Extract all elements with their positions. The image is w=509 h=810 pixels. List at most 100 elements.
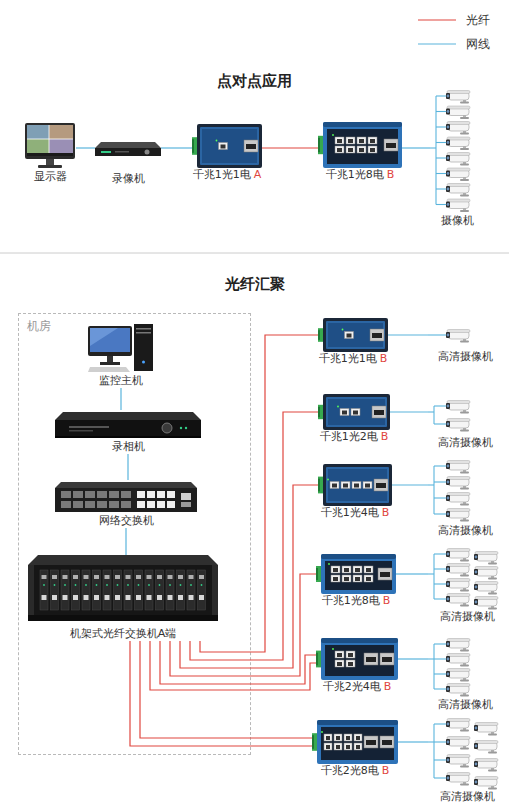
shape	[97, 501, 107, 508]
shape	[446, 581, 450, 587]
shape	[167, 491, 175, 498]
device-illustration	[428, 322, 503, 350]
device-label: 录像机	[95, 172, 161, 186]
shape	[61, 570, 69, 610]
shape	[121, 501, 131, 508]
shape	[447, 673, 450, 676]
shape	[488, 734, 497, 736]
shape	[447, 141, 450, 144]
shape	[488, 752, 497, 754]
shape	[446, 671, 450, 677]
shape	[337, 139, 342, 143]
shape	[447, 199, 470, 202]
machine-room: 机房监控主机录相机网络交换机机架式光纤交换机A端	[18, 313, 251, 755]
shape	[334, 734, 342, 741]
shape	[219, 143, 228, 150]
shape	[475, 759, 498, 762]
camera-branch	[434, 481, 447, 482]
shape	[134, 324, 153, 371]
shape	[342, 575, 351, 582]
label-row: 千兆1光1电B	[318, 352, 388, 366]
camera-branch	[434, 658, 447, 659]
network-cable	[120, 388, 121, 410]
shape	[460, 560, 469, 562]
shape	[460, 748, 469, 750]
camera-branch	[434, 513, 447, 514]
camera-branch	[434, 643, 447, 644]
camera-branch	[436, 173, 447, 174]
shape	[198, 570, 206, 610]
camera-branch	[428, 658, 434, 659]
shape	[475, 777, 498, 780]
shape	[345, 332, 354, 339]
camera-branch	[428, 484, 434, 485]
shape	[103, 570, 111, 610]
shape	[337, 653, 342, 657]
shape	[446, 686, 450, 692]
shape	[475, 781, 478, 784]
device-illustration	[28, 555, 218, 627]
shape	[100, 362, 120, 365]
shape	[364, 653, 378, 665]
shape	[106, 584, 108, 586]
shape	[447, 719, 470, 722]
device-illustration	[316, 554, 396, 594]
shape	[157, 575, 162, 579]
shape	[488, 770, 497, 772]
device-label: 高清摄像机	[428, 610, 506, 624]
shape	[460, 102, 469, 104]
fiber-line	[140, 641, 312, 738]
device-label: 监控主机	[88, 374, 154, 388]
shape	[447, 157, 450, 160]
shape	[475, 586, 478, 589]
device-label: 网络交换机	[55, 514, 197, 528]
shape	[447, 773, 470, 776]
shape	[368, 137, 377, 144]
device-illustration	[55, 410, 201, 440]
shape	[147, 595, 152, 600]
end-letter: B	[383, 594, 391, 607]
shape	[327, 479, 329, 481]
device-illustration	[318, 394, 390, 430]
label-row: 千兆1光1电A	[192, 168, 262, 182]
shape	[326, 736, 330, 740]
device-label: 千兆2光4电	[323, 680, 381, 693]
shape	[488, 593, 497, 595]
shape	[447, 497, 450, 500]
shape	[460, 472, 469, 474]
shape	[488, 563, 497, 565]
device-label: 千兆1光1电	[319, 352, 377, 365]
shape	[73, 501, 83, 508]
shape	[354, 734, 362, 741]
shape	[447, 168, 470, 171]
shape	[189, 595, 194, 600]
device-illustration	[192, 124, 262, 168]
fiber-line	[200, 335, 318, 652]
shape	[124, 570, 132, 610]
device-label: 千兆1光4电	[321, 506, 379, 519]
media-converter: 千兆1光1电B	[318, 318, 388, 366]
shape	[97, 491, 107, 498]
device-label: 高清摄像机	[428, 524, 503, 538]
shape	[446, 739, 450, 745]
label-row: 千兆2光4电B	[316, 680, 398, 694]
shape	[343, 484, 348, 488]
monitor-node: 显示器	[24, 122, 76, 184]
shape	[447, 465, 450, 468]
shape	[328, 399, 385, 425]
shape	[352, 482, 361, 489]
camera-branch	[434, 673, 447, 674]
shape	[88, 367, 130, 372]
shape	[334, 743, 342, 750]
camera-branch	[433, 724, 434, 778]
shape	[321, 731, 323, 733]
device-illustration	[318, 464, 392, 506]
shape	[346, 660, 355, 667]
camera-branch	[434, 759, 447, 760]
shape	[84, 575, 89, 579]
camera-branch	[433, 554, 434, 599]
shape	[324, 734, 332, 741]
shape	[351, 409, 360, 416]
network-cable	[398, 658, 428, 659]
shape	[447, 759, 450, 762]
